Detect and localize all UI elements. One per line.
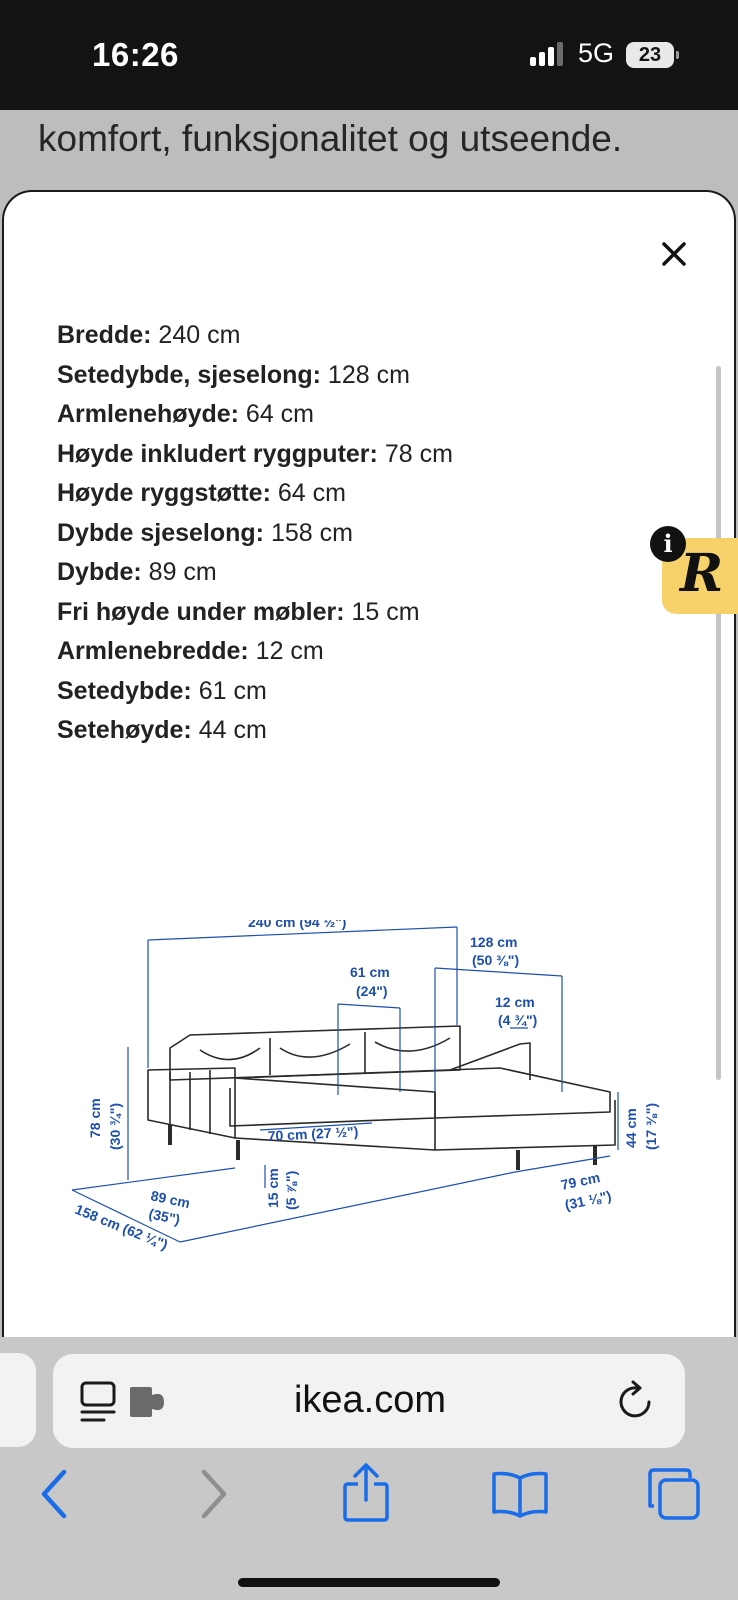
signal-icon: [530, 42, 563, 66]
sofa-seat-front: [229, 1088, 436, 1127]
spec-label: Setedybde:: [57, 676, 192, 705]
spec-row: Setedybde: 61 cm: [57, 672, 453, 712]
dimensions-sheet: [2, 190, 736, 1350]
chaise-front-line: [179, 1171, 516, 1243]
reader-mode-icon[interactable]: [80, 1381, 118, 1423]
url-text[interactable]: ikea.com: [293, 1379, 447, 1421]
chaise-base: [434, 1100, 616, 1151]
spec-label: Høyde inkludert ryggputer:: [57, 439, 378, 468]
network-type: 5G: [578, 38, 615, 68]
share-icon[interactable]: [340, 1462, 392, 1522]
spec-value: 240 cm: [151, 321, 241, 349]
spec-label: Dybde:: [57, 558, 142, 586]
spec-row: Høyde ryggstøtte: 64 cm: [57, 474, 453, 514]
status-time: 16:26: [92, 36, 179, 73]
dim-seat-height-in: (17 ⅜"): [643, 1103, 659, 1150]
depth-line: [71, 1167, 236, 1191]
info-icon[interactable]: i: [650, 526, 686, 562]
dim-width: 240 cm (94 ½"): [248, 920, 346, 930]
dim-seat-depth-cm: 61 cm: [350, 964, 390, 980]
spec-row: Fri høyde under møbler: 15 cm: [57, 593, 453, 633]
dim-seat-height-cm: 44 cm: [623, 1108, 639, 1148]
spec-value: 89 cm: [141, 558, 217, 586]
chaise-arm: [449, 1042, 531, 1080]
spec-row: Setehøyde: 44 cm: [57, 711, 453, 751]
spec-value: 12 cm: [248, 637, 324, 665]
spec-row: Dybde sjeselong: 158 cm: [57, 514, 453, 554]
badge-r-icon[interactable]: R: [680, 543, 724, 604]
spec-label: Setedybde, sjeselong:: [57, 360, 321, 389]
forward-icon[interactable]: [196, 1468, 230, 1520]
dim-seat-width: 70 cm (27 ½"): [267, 1123, 358, 1144]
status-bar: 16:26 5G 23: [0, 0, 738, 110]
spec-label: Høyde ryggstøtte:: [57, 479, 271, 507]
seat-width-line: [259, 1122, 373, 1131]
spec-value: 78 cm: [377, 439, 453, 468]
dim-height-cm: 78 cm: [87, 1098, 103, 1138]
sofa-front-edge: [234, 1137, 436, 1151]
spec-row: Armlenebredde: 12 cm: [57, 632, 453, 672]
sofa-dimension-diagram: 240 cm (94 ½") 128 cm (50 ⅜") 61 cm (24"…: [71, 920, 659, 1253]
back-icon[interactable]: [38, 1468, 72, 1520]
dim-chaise-depth-in: (50 ⅜"): [472, 952, 519, 968]
sofa-seat: [234, 1067, 611, 1119]
battery-tip: [676, 51, 679, 59]
dim-arm-width-in: (4 ¾"): [498, 1012, 537, 1028]
spec-row: Setedybde, sjeselong: 128 cm: [57, 356, 453, 396]
bookmarks-icon[interactable]: [490, 1470, 550, 1518]
dim-chaise-depth-cm: 128 cm: [470, 934, 517, 950]
dim-seat-depth-in: (24"): [356, 983, 388, 999]
dim-chaise-width-cm: 79 cm: [559, 1169, 601, 1193]
spec-value: 64 cm: [270, 479, 346, 507]
spec-row: Bredde: 240 cm: [57, 316, 453, 356]
width-line: [147, 926, 458, 941]
chaise-depth-line: [434, 967, 563, 977]
spec-row: Høyde inkludert ryggputer: 78 cm: [57, 435, 453, 475]
dim-height-in: (30 ¾"): [107, 1103, 123, 1150]
sofa-tufting: [199, 1037, 451, 1061]
spec-label: Bredde:: [57, 321, 152, 349]
battery-icon: 23: [626, 42, 674, 68]
dimension-list: Bredde: 240 cm Setedybde, sjeselong: 128…: [57, 316, 453, 751]
spec-row: Dybde: 89 cm: [57, 553, 453, 593]
spec-value: 15 cm: [344, 597, 420, 626]
background-page-text: komfort, funksjonalitet og utseende.: [38, 118, 623, 159]
spec-value: 64 cm: [238, 400, 315, 428]
extension-icon[interactable]: [128, 1385, 168, 1419]
seat-depth-line: [337, 1003, 401, 1009]
dim-clearance-cm: 15 cm: [265, 1168, 281, 1208]
spec-value: 128 cm: [320, 360, 410, 389]
spec-value: 158 cm: [264, 518, 353, 547]
spec-value: 44 cm: [191, 716, 267, 744]
spec-row: Armlenehøyde: 64 cm: [57, 395, 453, 435]
dim-depth-in: (35"): [147, 1205, 181, 1227]
chaise-width-line: [514, 1155, 611, 1173]
previous-tab-preview[interactable]: [0, 1353, 36, 1447]
sofa-drawing: [147, 1025, 616, 1170]
dimension-lines: [71, 926, 619, 1243]
reload-icon[interactable]: [618, 1380, 656, 1422]
dim-chaise-width-in: (31 ⅛"): [563, 1187, 612, 1212]
spec-label: Armlenehøyde:: [57, 400, 239, 428]
dim-clearance-in: (5 ⅞"): [283, 1171, 299, 1210]
spec-label: Dybde sjeselong:: [57, 518, 264, 547]
tabs-icon[interactable]: [646, 1466, 702, 1522]
dim-arm-width-cm: 12 cm: [495, 994, 535, 1010]
spec-label: Armlenebredde:: [57, 637, 249, 665]
spec-label: Fri høyde under møbler:: [57, 597, 345, 626]
scrollbar[interactable]: [716, 366, 721, 1080]
spec-value: 61 cm: [191, 676, 267, 705]
spec-label: Setehøyde:: [57, 716, 192, 744]
home-indicator[interactable]: [238, 1578, 500, 1587]
close-icon[interactable]: [656, 236, 692, 272]
chaise-total-depth-line: [71, 1189, 181, 1243]
